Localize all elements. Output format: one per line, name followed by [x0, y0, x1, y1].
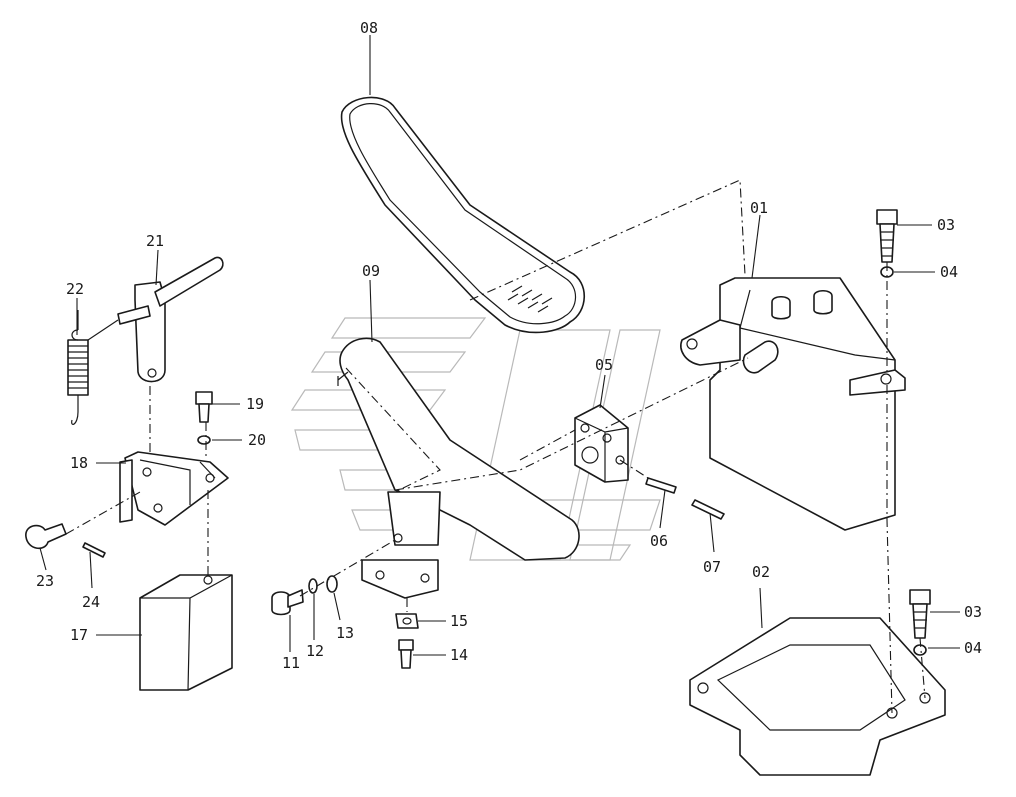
part-14-bolt	[398, 639, 414, 669]
part-02-base-plate	[689, 617, 946, 776]
label-20: 20	[248, 431, 266, 449]
label-22: 22	[66, 280, 84, 298]
assembly-centerlines	[65, 179, 926, 714]
label-19: 19	[246, 395, 264, 413]
part-06-pin	[645, 477, 677, 494]
label-23: 23	[36, 572, 54, 590]
part-03-bolt-lower	[909, 589, 931, 639]
part-08-pedal-pad	[340, 96, 585, 334]
label-24: 24	[82, 593, 100, 611]
label-15: 15	[450, 612, 468, 630]
part-20-washer	[197, 435, 211, 445]
part-04-washer-lower	[913, 644, 927, 656]
callout-labels: 08 01 03 04 09 05 06 07 02 03 04 21 22 1…	[36, 19, 982, 672]
label-09: 09	[362, 262, 380, 280]
label-21: 21	[146, 232, 164, 250]
part-22-spring	[67, 310, 119, 426]
label-11: 11	[282, 654, 300, 672]
label-08: 08	[360, 19, 378, 37]
label-01: 01	[750, 199, 768, 217]
label-04-lower: 04	[964, 639, 982, 657]
part-03-bolt-upper	[876, 209, 898, 263]
part-24-cotter-pin	[82, 542, 106, 558]
part-21-bracket	[117, 256, 224, 383]
part-11-bolt	[271, 589, 304, 616]
label-17: 17	[70, 626, 88, 644]
part-07-pin	[691, 499, 725, 520]
part-18-base-bracket	[119, 451, 229, 526]
label-06: 06	[650, 532, 668, 550]
part-19-bolt	[195, 391, 213, 423]
part-12-lock-washer	[308, 578, 318, 594]
label-12: 12	[306, 642, 324, 660]
label-05: 05	[595, 356, 613, 374]
label-02: 02	[752, 563, 770, 581]
label-18: 18	[70, 454, 88, 472]
part-17-block	[139, 574, 233, 691]
label-07: 07	[703, 558, 721, 576]
part-15-nut	[395, 613, 419, 629]
part-05-block	[574, 404, 629, 483]
part-13-washer	[326, 575, 338, 593]
label-03-upper: 03	[937, 216, 955, 234]
label-04-upper: 04	[940, 263, 958, 281]
label-13: 13	[336, 624, 354, 642]
label-03-lower: 03	[964, 603, 982, 621]
part-23-clevis-pin	[25, 523, 67, 550]
part-01-controller-box	[680, 277, 906, 531]
part-09-pedal-arm	[337, 337, 580, 599]
label-14: 14	[450, 646, 468, 664]
